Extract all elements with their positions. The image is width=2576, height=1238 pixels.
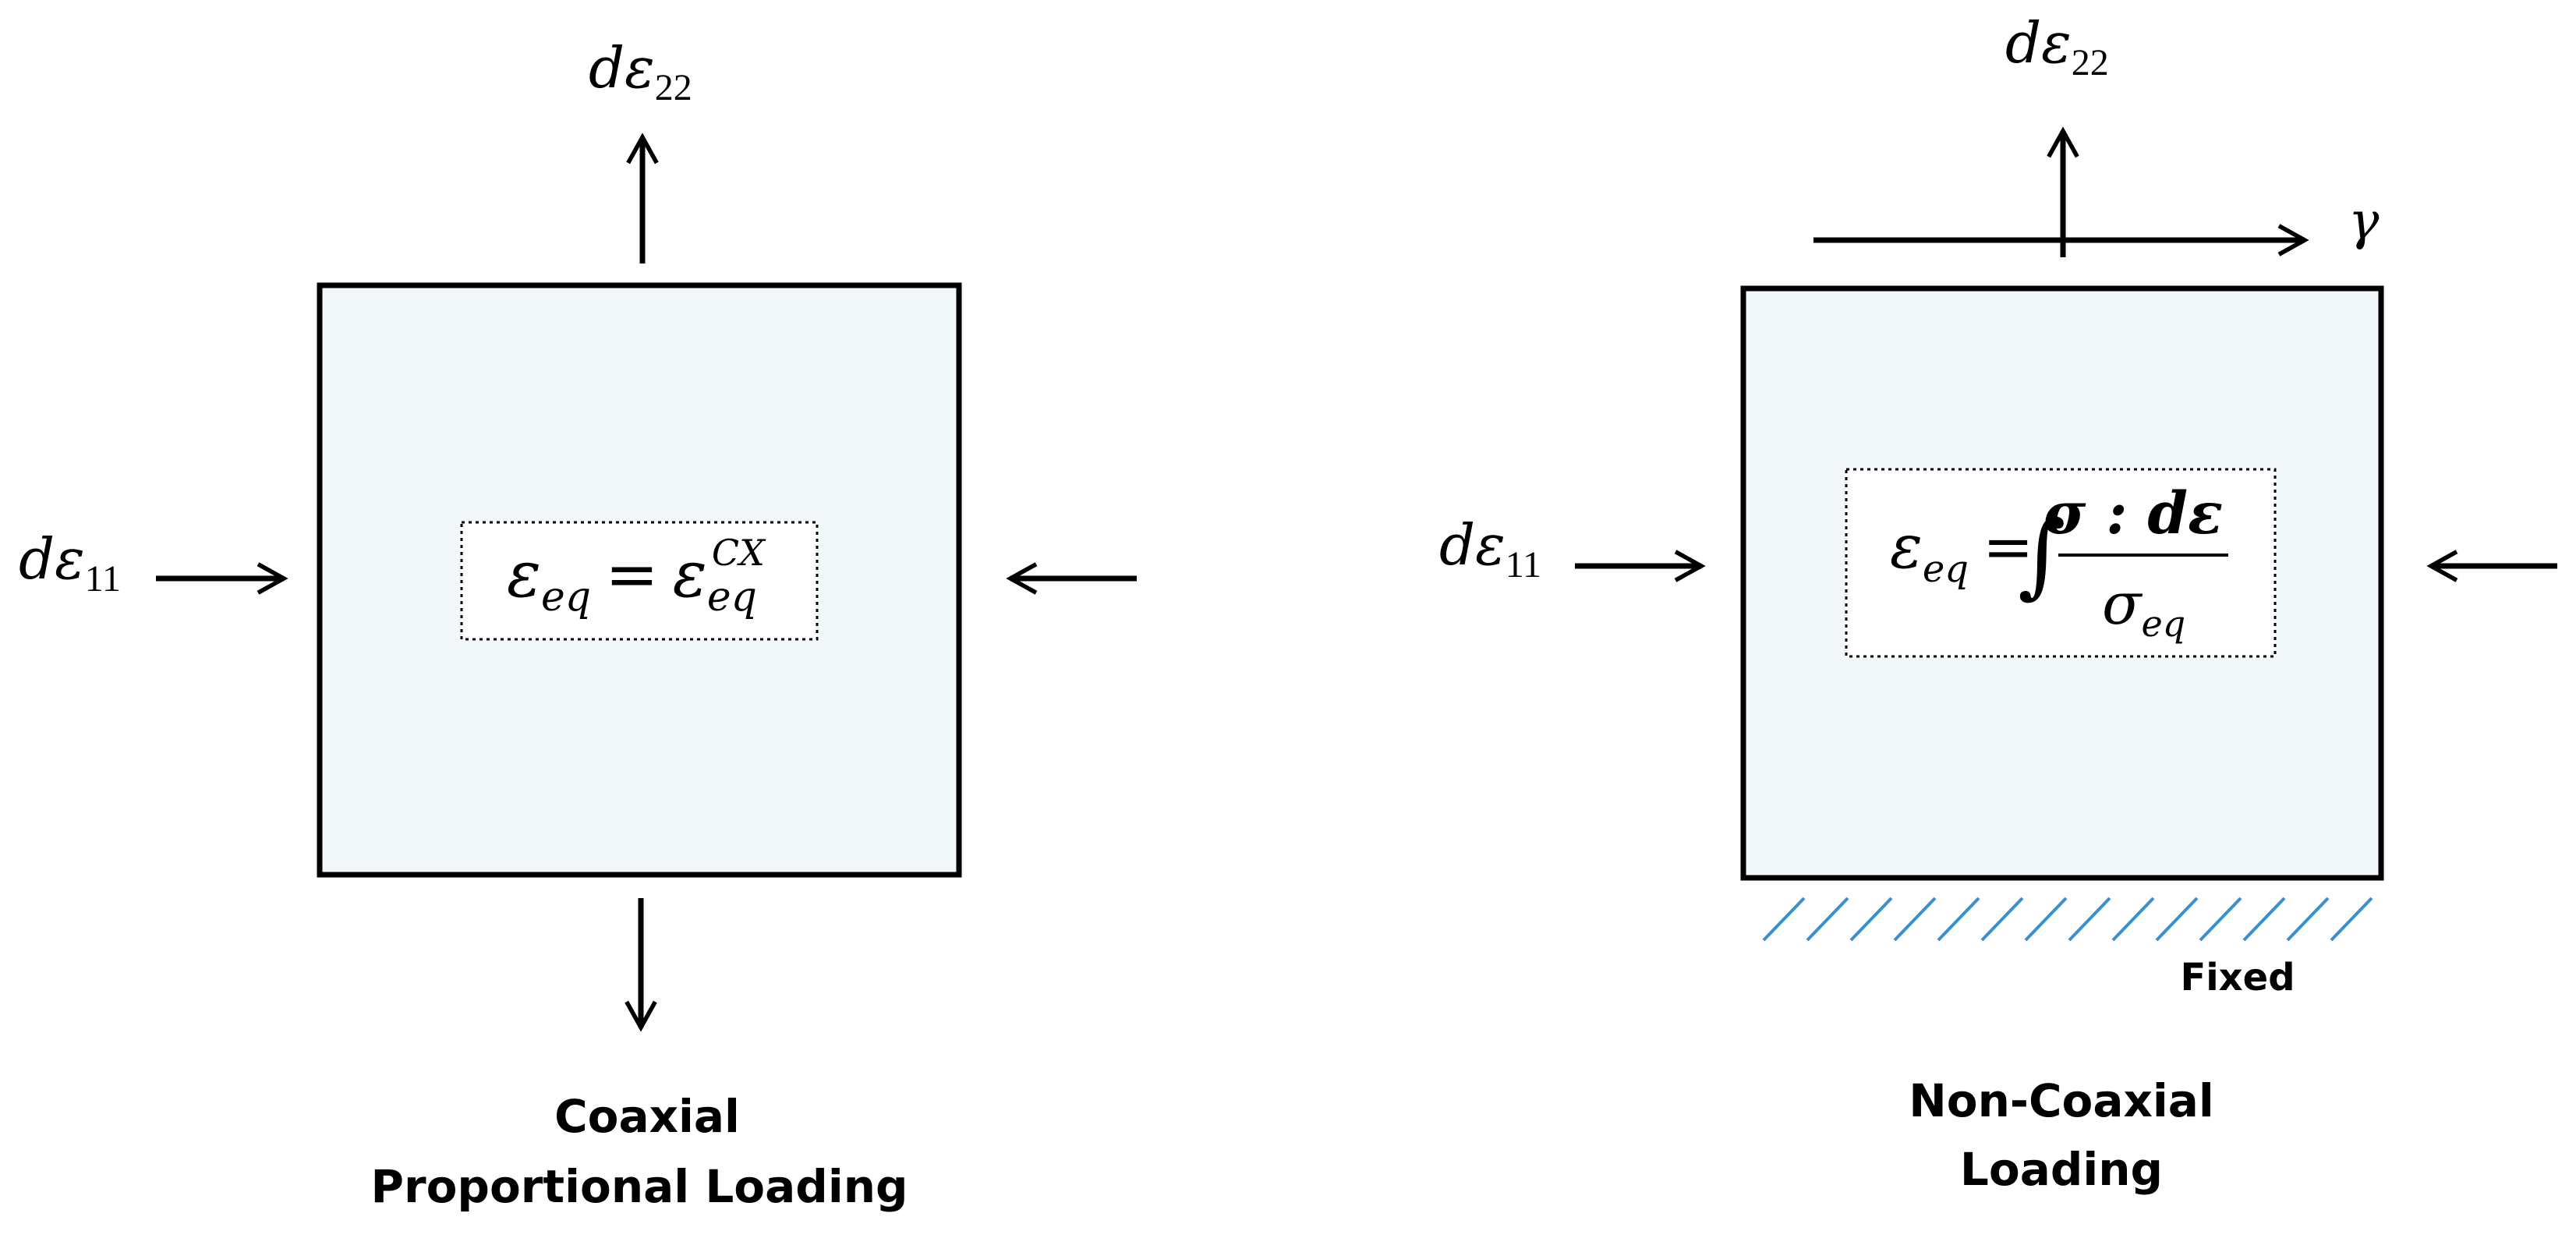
label-d-eps-22: dε22: [589, 35, 692, 108]
coaxial-formula: εeq=εeqCX: [507, 532, 766, 621]
formula-lhs: εeq=: [1890, 512, 2033, 591]
non-coaxial-formula-box: [1845, 468, 2277, 658]
label-d-eps-11: dε11: [19, 526, 121, 600]
coaxial-formula-box: [460, 521, 819, 641]
non-coaxial-formula: εeq= ∫ σ : dε σeq: [1890, 480, 2228, 645]
non-coaxial-caption-line1: Non-Coaxial: [1909, 1074, 2214, 1127]
coaxial-caption-line1: Coaxial: [554, 1090, 740, 1143]
formula-integral: ∫: [2018, 501, 2065, 608]
label-d-eps-11: dε11: [1439, 512, 1541, 585]
fixed-label: Fixed: [2180, 956, 2295, 999]
label-gamma: γ: [2348, 191, 2380, 251]
formula-numerator: σ : dε: [2043, 480, 2223, 547]
fixed-support-hatching: [1762, 897, 2373, 942]
formula-denominator: σeq: [2102, 571, 2185, 645]
non-coaxial-panel: dε22 γ dε11 εeq= ∫ σ : dε σeq: [1439, 10, 2557, 1196]
non-coaxial-caption-line2: Loading: [1960, 1143, 2163, 1196]
coaxial-caption-line2: Proportional Loading: [370, 1160, 908, 1213]
label-d-eps-22: dε22: [2005, 10, 2109, 83]
coaxial-panel: dε22 dε11 εeq=εeqCX Coaxial Proportional…: [19, 35, 1137, 1213]
